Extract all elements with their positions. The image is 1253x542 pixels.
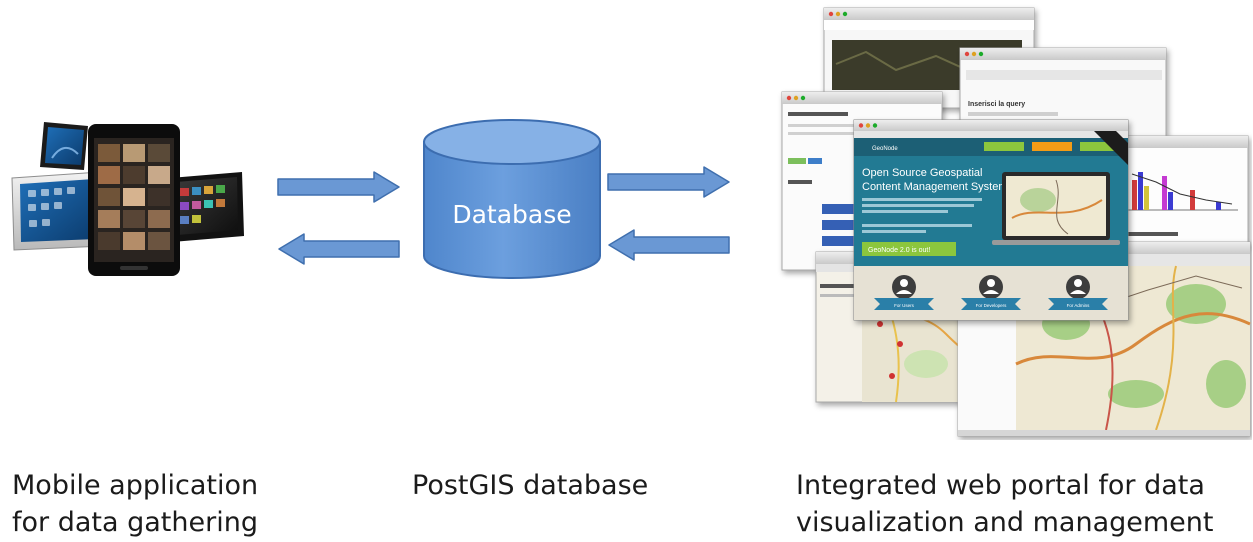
white-tablet	[11, 171, 105, 251]
role-label-admins: For Admins	[1067, 303, 1091, 308]
mobile-caption: Mobile application for data gathering	[12, 467, 258, 541]
role-developers	[961, 275, 1021, 310]
database-label: Database	[452, 200, 571, 229]
postgis-caption: PostGIS database	[412, 467, 648, 504]
geonode-window: GeoNode Open Source Geospatial Content M…	[853, 119, 1129, 321]
mobile-caption-line-1: Mobile application	[12, 470, 259, 501]
arrow-database-to-mobile	[278, 233, 400, 265]
portal-caption-line-2: visualization and management	[796, 507, 1214, 538]
browser-window-chart	[1111, 135, 1249, 247]
browser-window-top	[823, 7, 1035, 109]
geonode-headline-2: Content Management System	[862, 181, 1008, 193]
query-window-title: Inserisci la query	[968, 101, 1025, 108]
geonode-logo: GeoNode	[872, 146, 898, 152]
portal-caption: Integrated web portal for data visualiza…	[796, 467, 1213, 541]
geonode-release-button: GeoNode 2.0 is out!	[868, 247, 930, 254]
database-cylinder: Database	[423, 119, 601, 279]
portal-caption-line-1: Integrated web portal for data	[796, 470, 1205, 501]
web-portal-collage: Inserisci la query	[781, 7, 1251, 437]
postgis-caption-line-1: PostGIS database	[412, 470, 649, 501]
small-tablet	[40, 122, 88, 170]
arrow-database-to-portal	[607, 166, 730, 198]
role-label-developers: For Developers	[976, 303, 1008, 308]
arrow-portal-to-database	[608, 229, 730, 261]
role-label-users: For Users	[894, 303, 915, 308]
role-admins	[1048, 275, 1108, 310]
role-users	[874, 275, 934, 310]
mobile-devices-image	[11, 122, 244, 276]
arrow-mobile-to-database	[277, 171, 400, 203]
geonode-headline-1: Open Source Geospatial	[862, 167, 982, 179]
black-tablet	[170, 172, 244, 242]
front-tablet	[88, 124, 180, 276]
mobile-caption-line-2: for data gathering	[12, 507, 258, 538]
